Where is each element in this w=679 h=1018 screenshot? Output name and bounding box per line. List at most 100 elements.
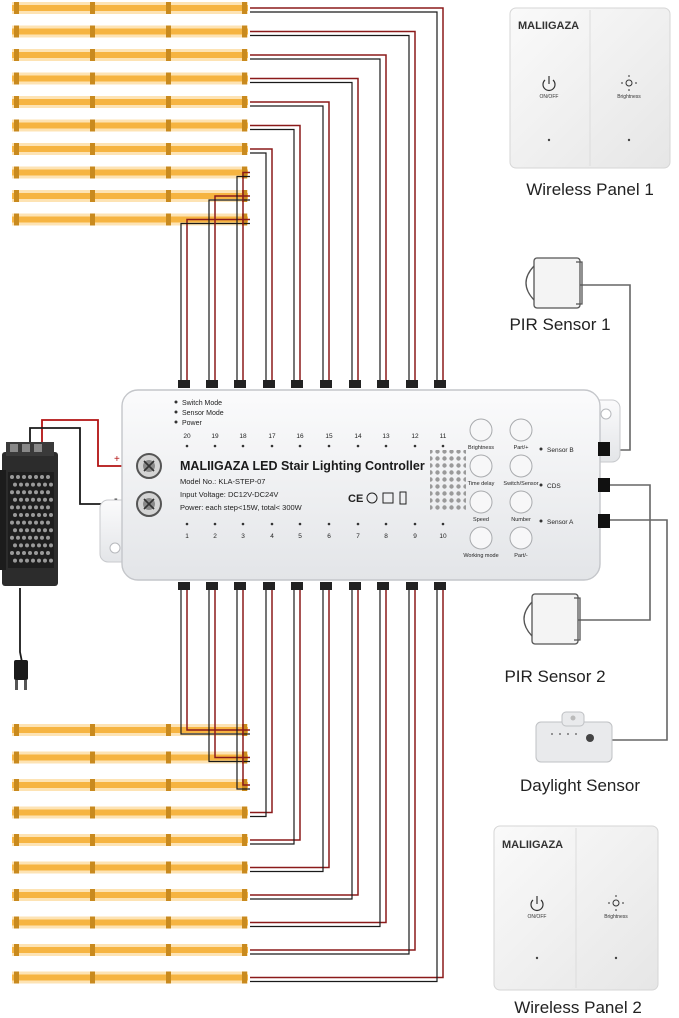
wireless-panel-2: MALIIGAZA ON/OFF Brightness: [493, 825, 659, 991]
panel1-caption: Wireless Panel 1: [526, 180, 654, 199]
controller-button-label: Speed: [473, 517, 489, 523]
terminal-plus-label: +: [114, 454, 120, 465]
channel-wire: [250, 586, 273, 814]
panel2-brightness-label: Brightness: [604, 914, 628, 920]
channel-wires-top: [178, 7, 446, 388]
controller-model: Model No.: KLA-STEP-07: [180, 477, 265, 486]
led-strip: [12, 779, 248, 791]
channel-label: 5: [298, 533, 302, 540]
controller-brand: MALIIGAZA: [180, 459, 249, 473]
controller-button-label: Switch/Sensor: [503, 481, 538, 487]
led-strip: [12, 143, 248, 155]
wireless-panel-1: MALIIGAZA ON/OFF Brightness: [509, 7, 671, 169]
channel-wire: [250, 148, 273, 386]
controller-button: Switch/Sensor: [503, 454, 539, 487]
led-strip: [12, 72, 248, 85]
panel2-brand: MALIIGAZA: [502, 839, 563, 851]
terminal-plus: [136, 453, 162, 479]
controller-button-label: Number: [511, 517, 531, 523]
channel-wire: [250, 586, 301, 841]
channel-label: 1: [185, 533, 189, 540]
port-cds-label: CDS: [547, 483, 561, 490]
channel-label: 3: [241, 533, 245, 540]
channel-wire: [214, 586, 250, 759]
led-strip: [12, 25, 248, 38]
channel-wire: [250, 586, 416, 951]
channel-label: 17: [268, 433, 276, 440]
channel-label: 14: [354, 433, 362, 440]
led-strip: [12, 834, 248, 846]
certification-marks: CE: [348, 491, 407, 505]
channel-wire: [214, 195, 250, 386]
led-strip: [12, 861, 248, 874]
panel1-brightness-label: Brightness: [617, 94, 641, 100]
channel-label: 9: [413, 533, 417, 540]
port-sensor-a-label: Sensor A: [547, 519, 574, 526]
channel-label: 4: [270, 533, 274, 540]
indicator-power: Power: [182, 420, 203, 427]
channel-wire: [242, 586, 250, 786]
led-strip: [12, 889, 248, 901]
led-strip: [12, 944, 248, 956]
led-strips-bottom: [12, 724, 248, 984]
channel-wire: [250, 586, 387, 924]
panel2-onoff-label: ON/OFF: [528, 914, 547, 920]
channel-label: 6: [327, 533, 331, 540]
led-strip: [12, 49, 248, 61]
channel-wire: [250, 101, 330, 386]
controller-title-text: LED Stair Lighting Controller: [252, 459, 424, 473]
channel-wire: [250, 7, 444, 386]
port-sensor-b-jack: [598, 442, 610, 456]
channel-wire: [250, 124, 301, 386]
daylight-sensor: [535, 711, 613, 763]
port-sensor-a-jack: [598, 514, 610, 528]
panel2-caption: Wireless Panel 2: [514, 998, 642, 1017]
controller-button: Part/+: [509, 418, 533, 451]
power-plug-icon: [14, 660, 28, 690]
led-strip: [12, 119, 248, 132]
pir-sensor-2: [523, 593, 581, 645]
channel-wire: [250, 586, 359, 896]
channel-label: 13: [382, 433, 390, 440]
terminal-minus: [136, 491, 162, 517]
channel-wire: [250, 77, 359, 386]
pir1-caption: PIR Sensor 1: [509, 315, 611, 334]
port-sensor-b-label: Sensor B: [547, 447, 574, 454]
channel-label: 7: [356, 533, 360, 540]
channel-wire: [186, 586, 250, 731]
port-cds-jack: [598, 478, 610, 492]
brightness-icon: [608, 895, 624, 911]
power-icon: [530, 896, 544, 911]
ce-mark: CE: [348, 493, 363, 505]
led-strip: [12, 806, 248, 819]
led-strip: [12, 916, 248, 929]
controller-input-voltage: Input Voltage: DC12V-DC24V: [180, 490, 278, 499]
pir2-caption: PIR Sensor 2: [504, 667, 606, 686]
channel-label: 19: [211, 433, 219, 440]
channel-wire: [250, 54, 387, 386]
panel1-brand: MALIIGAZA: [518, 20, 579, 32]
led-strip: [12, 2, 248, 14]
channel-label: 16: [296, 433, 304, 440]
led-strip: [12, 971, 248, 984]
led-strip: [12, 96, 248, 108]
indicator-list: Switch Mode Sensor Mode Power: [174, 400, 224, 427]
controller-power: Power: each step<15W, total< 300W: [180, 503, 303, 512]
brightness-icon: [621, 75, 637, 91]
power-wires: [19, 419, 138, 663]
controller-button-label: Working mode: [463, 553, 498, 559]
channel-label: 11: [440, 433, 447, 440]
indicator-switch-mode: Switch Mode: [182, 400, 222, 407]
channel-label: 18: [239, 433, 247, 440]
controller-button-label: Time delay: [468, 481, 495, 487]
channel-label: 8: [384, 533, 388, 540]
led-strip: [12, 166, 248, 179]
channel-label: 2: [213, 533, 217, 540]
controller-button: Part/-: [509, 526, 533, 559]
channel-wire: [242, 171, 250, 386]
channel-wire: [250, 586, 330, 869]
controller-button: Working mode: [463, 526, 499, 559]
